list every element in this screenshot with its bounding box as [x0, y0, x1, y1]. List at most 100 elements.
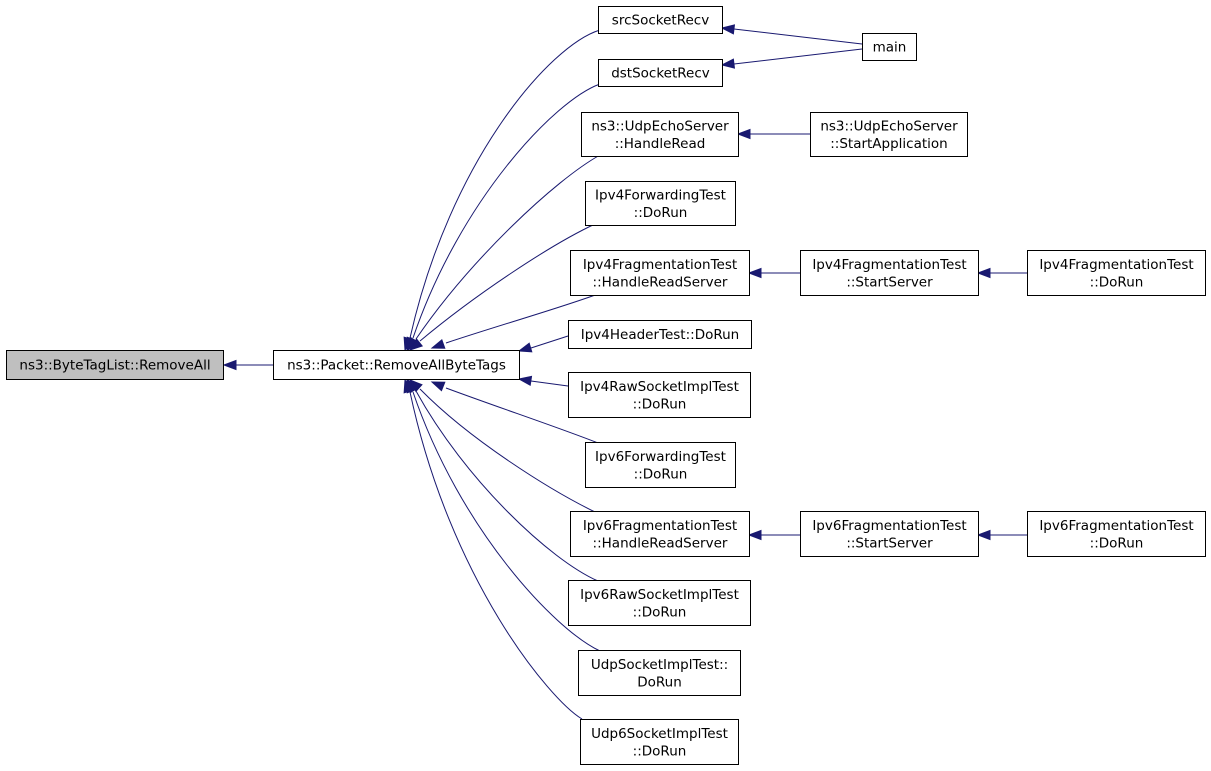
node-label: UdpSocketImplTest:: — [591, 657, 728, 673]
node-box[interactable] — [570, 511, 750, 557]
node-box[interactable] — [568, 320, 752, 349]
edge-main-to-dstSocketRecv — [720, 48, 863, 69]
edge-udpEchoStartApp-to-udpEchoHandleRead — [736, 128, 810, 140]
node-box[interactable] — [570, 250, 750, 296]
edge-packet-to-root — [222, 359, 273, 371]
node-label: ::StartServer — [846, 535, 933, 551]
node-udp6SockDoRun[interactable]: Udp6SocketImplTest::DoRun — [580, 719, 739, 765]
node-label: ::HandleReadServer — [593, 535, 728, 551]
edge-ipv4FragDoRun-to-ipv4FragStartServer — [976, 267, 1027, 279]
node-label: ::HandleRead — [615, 136, 706, 152]
arrowhead-icon — [976, 529, 991, 541]
node-udpSockDoRun[interactable]: UdpSocketImplTest::DoRun — [578, 650, 741, 696]
edge-ipv6FwdDoRun-to-packet — [430, 381, 599, 444]
node-udpEchoStartApp[interactable]: ns3::UdpEchoServer::StartApplication — [810, 112, 968, 157]
node-box[interactable] — [800, 250, 979, 296]
edge-ipv6FragStartServer-to-ipv6FragHandleRead — [747, 529, 800, 541]
edge-line — [415, 390, 599, 582]
node-ipv6RawDoRun[interactable]: Ipv6RawSocketImplTest::DoRun — [568, 580, 751, 626]
node-ipv4RawDoRun[interactable]: Ipv4RawSocketImplTest::DoRun — [568, 372, 751, 418]
node-box[interactable] — [568, 580, 751, 626]
node-ipv6FwdDoRun[interactable]: Ipv6ForwardingTest::DoRun — [585, 442, 736, 488]
node-label: Ipv4FragmentationTest — [1039, 257, 1193, 273]
node-label: Ipv6FragmentationTest — [1039, 518, 1193, 534]
edge-ipv4FwdDoRun-to-packet — [408, 223, 596, 351]
edge-line — [733, 28, 863, 45]
edge-line — [530, 335, 569, 349]
edge-ipv4HeaderDoRun-to-packet — [517, 335, 569, 353]
arrowhead-icon — [720, 58, 736, 69]
arrowhead-icon — [403, 378, 414, 394]
node-box[interactable] — [581, 112, 739, 157]
arrowhead-icon — [430, 338, 446, 349]
edge-ipv6FragDoRun-to-ipv6FragStartServer — [976, 529, 1027, 541]
node-label: ::HandleReadServer — [593, 274, 728, 290]
node-label: Ipv4FragmentationTest — [583, 257, 737, 273]
node-ipv4FwdDoRun[interactable]: Ipv4ForwardingTest::DoRun — [585, 181, 736, 226]
edge-line — [419, 388, 596, 513]
node-ipv6FragDoRun[interactable]: Ipv6FragmentationTest::DoRun — [1027, 511, 1206, 557]
node-ipv6FragHandleRead[interactable]: Ipv6FragmentationTest::HandleReadServer — [570, 511, 750, 557]
arrowhead-icon — [747, 529, 762, 541]
node-box[interactable] — [580, 719, 739, 765]
node-box[interactable] — [273, 350, 520, 380]
node-ipv4FragDoRun[interactable]: Ipv4FragmentationTest::DoRun — [1027, 250, 1206, 296]
edge-line — [409, 391, 583, 720]
node-ipv4FragHandleRead[interactable]: Ipv4FragmentationTest::HandleReadServer — [570, 250, 750, 296]
node-label: main — [873, 40, 907, 56]
node-label: ::DoRun — [633, 396, 687, 412]
node-label: Ipv4FragmentationTest — [812, 257, 966, 273]
node-label: Ipv6ForwardingTest — [595, 449, 726, 465]
node-label: srcSocketRecv — [612, 13, 709, 29]
node-label: ::DoRun — [1090, 274, 1144, 290]
node-main[interactable]: main — [862, 33, 917, 61]
node-label: Ipv4RawSocketImplTest — [580, 379, 739, 395]
edge-dstSocketRecv-to-packet — [406, 83, 601, 352]
node-label: ::DoRun — [634, 205, 688, 221]
node-packet[interactable]: ns3::Packet::RemoveAllByteTags — [273, 350, 520, 380]
node-box[interactable] — [585, 181, 736, 226]
arrowhead-icon — [736, 128, 751, 140]
edge-ipv4FragHandleRead-to-packet — [430, 293, 599, 349]
node-ipv4HeaderDoRun[interactable]: Ipv4HeaderTest::DoRun — [568, 320, 752, 349]
node-label: ::StartServer — [846, 274, 933, 290]
node-box[interactable] — [598, 59, 723, 87]
edge-line — [409, 29, 601, 339]
node-box[interactable] — [6, 350, 224, 380]
node-box[interactable] — [1027, 511, 1206, 557]
arrowhead-icon — [976, 267, 991, 279]
edge-line — [419, 223, 596, 342]
edge-ipv4RawDoRun-to-packet — [517, 375, 569, 387]
edge-line — [445, 293, 599, 344]
node-label: ::DoRun — [633, 743, 687, 759]
node-ipv4FragStartServer[interactable]: Ipv4FragmentationTest::StartServer — [800, 250, 979, 296]
node-label: Ipv4HeaderTest::DoRun — [581, 327, 740, 343]
node-label: ns3::Packet::RemoveAllByteTags — [287, 358, 506, 374]
node-root[interactable]: ns3::ByteTagList::RemoveAll — [6, 350, 224, 380]
arrowhead-icon — [517, 342, 533, 353]
node-box[interactable] — [862, 33, 917, 61]
edge-srcSocketRecv-to-packet — [403, 29, 601, 352]
node-label: Ipv6FragmentationTest — [812, 518, 966, 534]
node-box[interactable] — [598, 6, 723, 34]
node-label: DoRun — [637, 674, 682, 690]
edge-line — [733, 48, 863, 65]
edge-main-to-srcSocketRecv — [720, 24, 863, 45]
node-ipv6FragStartServer[interactable]: Ipv6FragmentationTest::StartServer — [800, 511, 979, 557]
node-box[interactable] — [568, 372, 751, 418]
node-box[interactable] — [810, 112, 968, 157]
node-label: ns3::UdpEchoServer — [591, 118, 729, 134]
edge-ipv4FragStartServer-to-ipv4FragHandleRead — [747, 267, 800, 279]
node-box[interactable] — [578, 650, 741, 696]
arrowhead-icon — [222, 359, 237, 371]
node-dstSocketRecv[interactable]: dstSocketRecv — [598, 59, 723, 87]
node-label: Ipv6FragmentationTest — [583, 518, 737, 534]
node-udpEchoHandleRead[interactable]: ns3::UdpEchoServer::HandleRead — [581, 112, 739, 157]
edge-line — [530, 380, 569, 387]
node-box[interactable] — [1027, 250, 1206, 296]
node-box[interactable] — [800, 511, 979, 557]
node-srcSocketRecv[interactable]: srcSocketRecv — [598, 6, 723, 34]
node-box[interactable] — [585, 442, 736, 488]
node-label: Ipv6RawSocketImplTest — [580, 587, 739, 603]
